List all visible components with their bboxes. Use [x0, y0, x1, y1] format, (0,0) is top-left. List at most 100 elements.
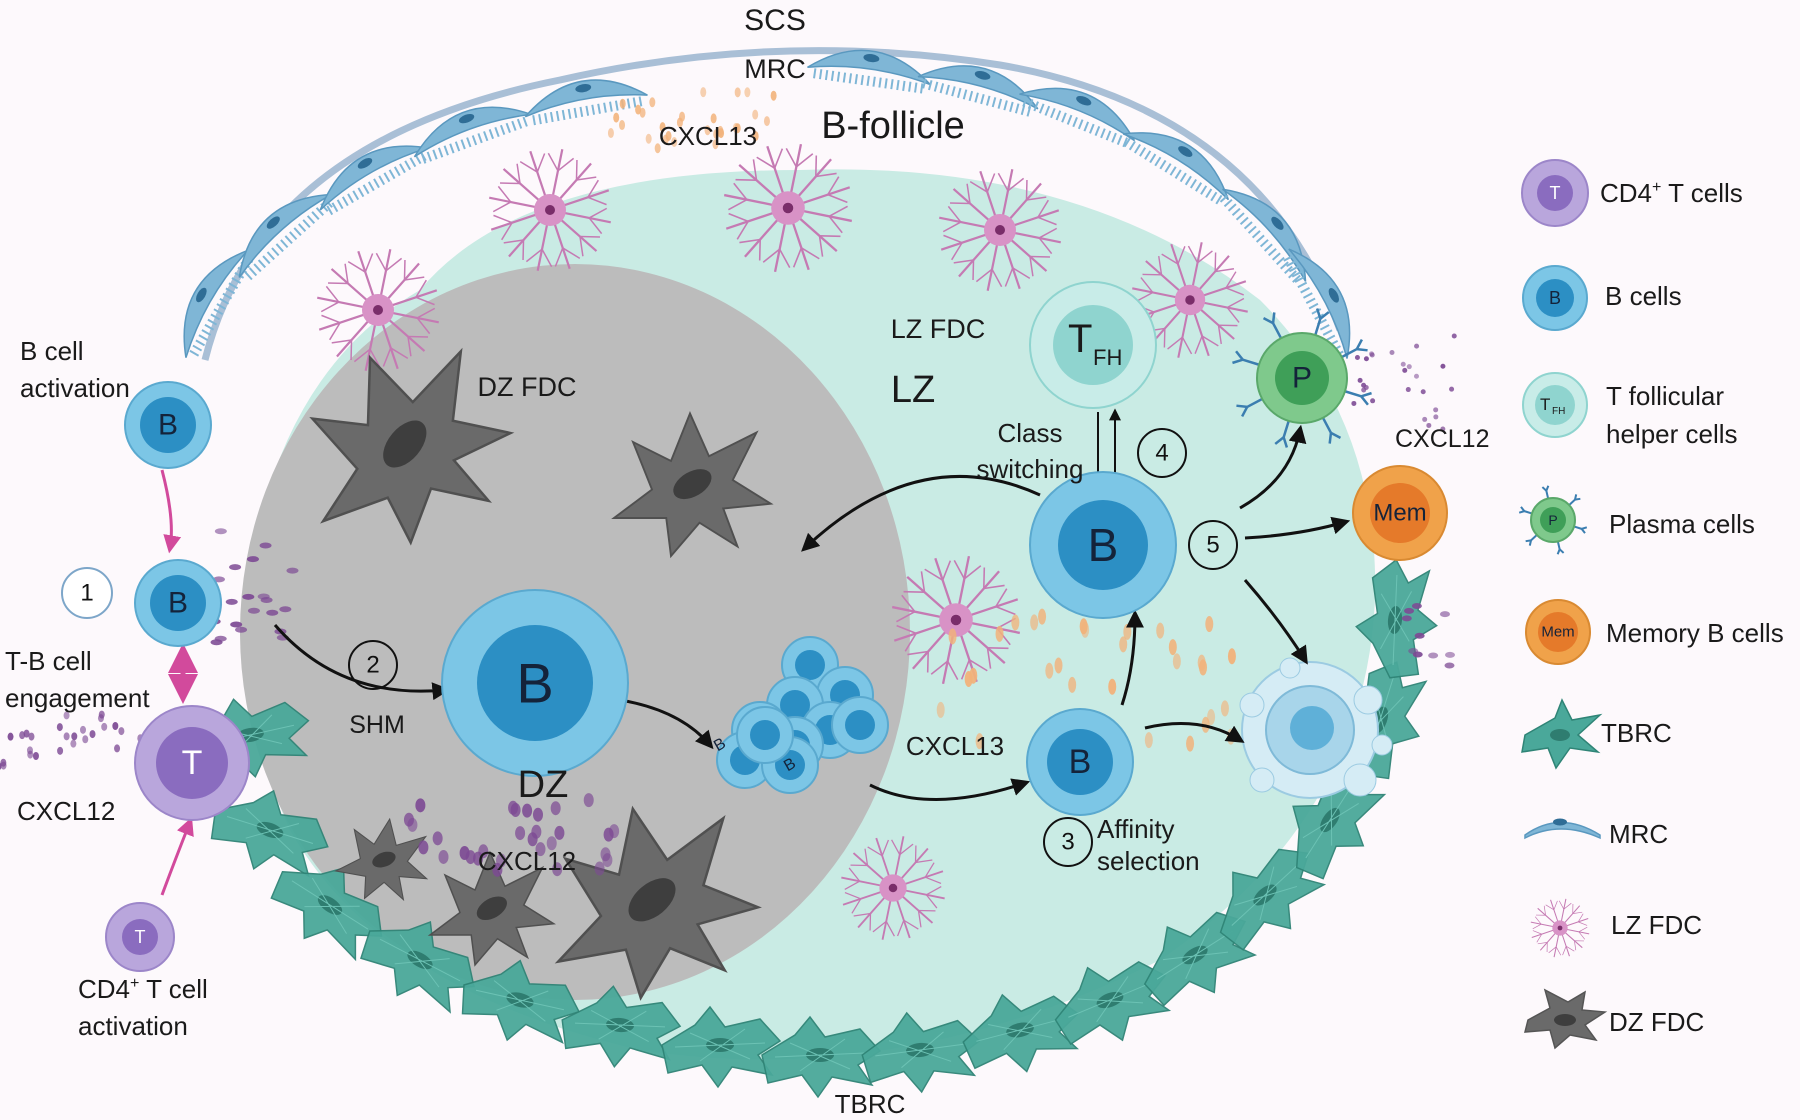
- arrow-cluster-to-lz: [869, 778, 1031, 801]
- tbrc-cell: [861, 1011, 981, 1094]
- legend-item-plasma: P Plasma cells: [1518, 485, 1755, 555]
- chemokine-dot: [1068, 676, 1077, 693]
- chemokine-dot: [242, 593, 255, 600]
- chemokine-dot: [7, 732, 14, 741]
- label-dz: DZ: [518, 764, 569, 806]
- step-4: 4: [1155, 440, 1168, 467]
- chemokine-dot: [465, 850, 476, 865]
- chemokine-dot: [936, 701, 945, 718]
- chemokine-dot: [1389, 349, 1395, 355]
- chemokine-dot: [1197, 654, 1206, 671]
- label-cd4-activation-2: activation: [78, 1011, 188, 1041]
- chemokine-dot: [1369, 352, 1375, 358]
- legend-item-dzfdc: DZ FDC: [1524, 988, 1704, 1050]
- legend-lzfdc-icon: [1530, 898, 1590, 958]
- chemokine-dot: [645, 133, 652, 144]
- chemokine-dot: [473, 851, 484, 866]
- chemokine-dot: [225, 598, 238, 605]
- chemokine-dot: [531, 824, 542, 839]
- mrc-cell: [238, 193, 333, 281]
- plasma-cell: P: [1232, 308, 1372, 448]
- tfh-cell-letter: T: [1068, 317, 1092, 361]
- chemokine-dot: [1400, 361, 1406, 367]
- chemokine-dot: [532, 807, 543, 822]
- label-cxcl12-dz: CXCL12: [478, 846, 576, 876]
- chemokine-dot: [97, 714, 104, 723]
- mrc-cell: [917, 65, 1039, 117]
- chemokine-dot: [607, 128, 614, 139]
- chemokine-dot: [1351, 400, 1357, 406]
- chemokine-dot: [79, 725, 86, 734]
- mrc-cell: [413, 106, 532, 164]
- legend-tfh-glyph-sub: FH: [1552, 406, 1565, 417]
- lz-fdc-cell: [841, 836, 945, 940]
- chemokine-dot: [969, 667, 978, 684]
- chemokine-dot: [0, 761, 7, 770]
- tbrc-cell: [1355, 558, 1438, 679]
- label-affinity-selection-2: selection: [1097, 846, 1200, 876]
- legend-memory-glyph: Mem: [1541, 624, 1574, 641]
- label-cxcl13-top: CXCL13: [659, 121, 757, 151]
- chemokine-dot: [1186, 735, 1195, 752]
- chemokine-dot: [744, 87, 751, 98]
- chemokine-dot: [639, 107, 646, 118]
- chemokine-dot: [1426, 422, 1432, 428]
- t-cell-engaged-letter: T: [182, 744, 203, 782]
- chemokine-dot: [1405, 387, 1411, 393]
- cd4-t-cell: T: [105, 902, 175, 972]
- chemokine-dot: [712, 139, 719, 150]
- chemokine-dot: [1011, 614, 1020, 631]
- legend-tfh-label-2: helper cells: [1606, 419, 1738, 449]
- chemokine-dot: [286, 567, 299, 574]
- lz-selected-b-cell: B: [1029, 471, 1177, 619]
- chemokine-dot: [603, 827, 614, 842]
- tbrc-cell: [360, 921, 475, 1014]
- chemokine-dot: [649, 97, 656, 108]
- chemokine-dot: [101, 722, 108, 731]
- chemokine-dot: [1414, 343, 1420, 349]
- tbrc-cell: [761, 1015, 882, 1099]
- chemokine-dot: [1168, 639, 1177, 656]
- chemokine-dot: [717, 125, 724, 136]
- label-shm: SHM: [349, 711, 405, 739]
- legend-mrc-label: MRC: [1609, 819, 1668, 849]
- chemokine-dot: [1411, 602, 1422, 609]
- chemokine-dot: [70, 739, 77, 748]
- chemokine-dot: [770, 90, 777, 101]
- chemokine-dot: [1449, 386, 1455, 392]
- chemokine-dot: [118, 727, 125, 736]
- chemokine-dot: [403, 812, 414, 827]
- label-lz-fdc: LZ FDC: [891, 314, 986, 344]
- mrc-cell: [1219, 188, 1307, 283]
- lz-selected-b-cell-letter: B: [1088, 519, 1119, 571]
- tbrc-cell: [561, 985, 682, 1068]
- chemokine-dot: [71, 732, 78, 741]
- proliferating-b-cluster: BB: [711, 636, 889, 794]
- affinity-b-cell: B: [1026, 708, 1134, 816]
- chemokine-dot: [1205, 616, 1214, 633]
- dz-centroblast-letter: B: [516, 652, 553, 715]
- chemokine-dot: [752, 109, 759, 120]
- legend-tbrc-label: TBRC: [1601, 718, 1672, 748]
- chemokine-dot: [247, 607, 260, 614]
- chemokine-dot: [1363, 356, 1369, 362]
- memory-b-cell: Mem: [1352, 465, 1448, 561]
- chemokine-dot: [1370, 398, 1376, 404]
- lz-fdc-cell: [1530, 898, 1590, 958]
- chemokine-dot: [710, 113, 717, 124]
- cd4-t-cell-letter: T: [135, 927, 146, 947]
- chemokine-dot: [438, 849, 449, 864]
- chemokine-dot: [535, 842, 546, 857]
- chemokine-dot: [1408, 647, 1419, 654]
- chemokine-dot: [235, 626, 248, 633]
- chemokine-dot: [546, 836, 557, 851]
- chemokine-dot: [1030, 614, 1039, 631]
- label-tb-engagement-2: engagement: [5, 683, 150, 713]
- chemokine-dot: [1414, 632, 1425, 639]
- arrow-affinity-up: [1120, 609, 1144, 706]
- chemokine-dot: [229, 564, 242, 571]
- chemokine-dot: [1363, 385, 1369, 391]
- chemokine-dot: [266, 609, 279, 616]
- chemokine-dot: [432, 831, 443, 846]
- chemokine-dot: [676, 117, 683, 128]
